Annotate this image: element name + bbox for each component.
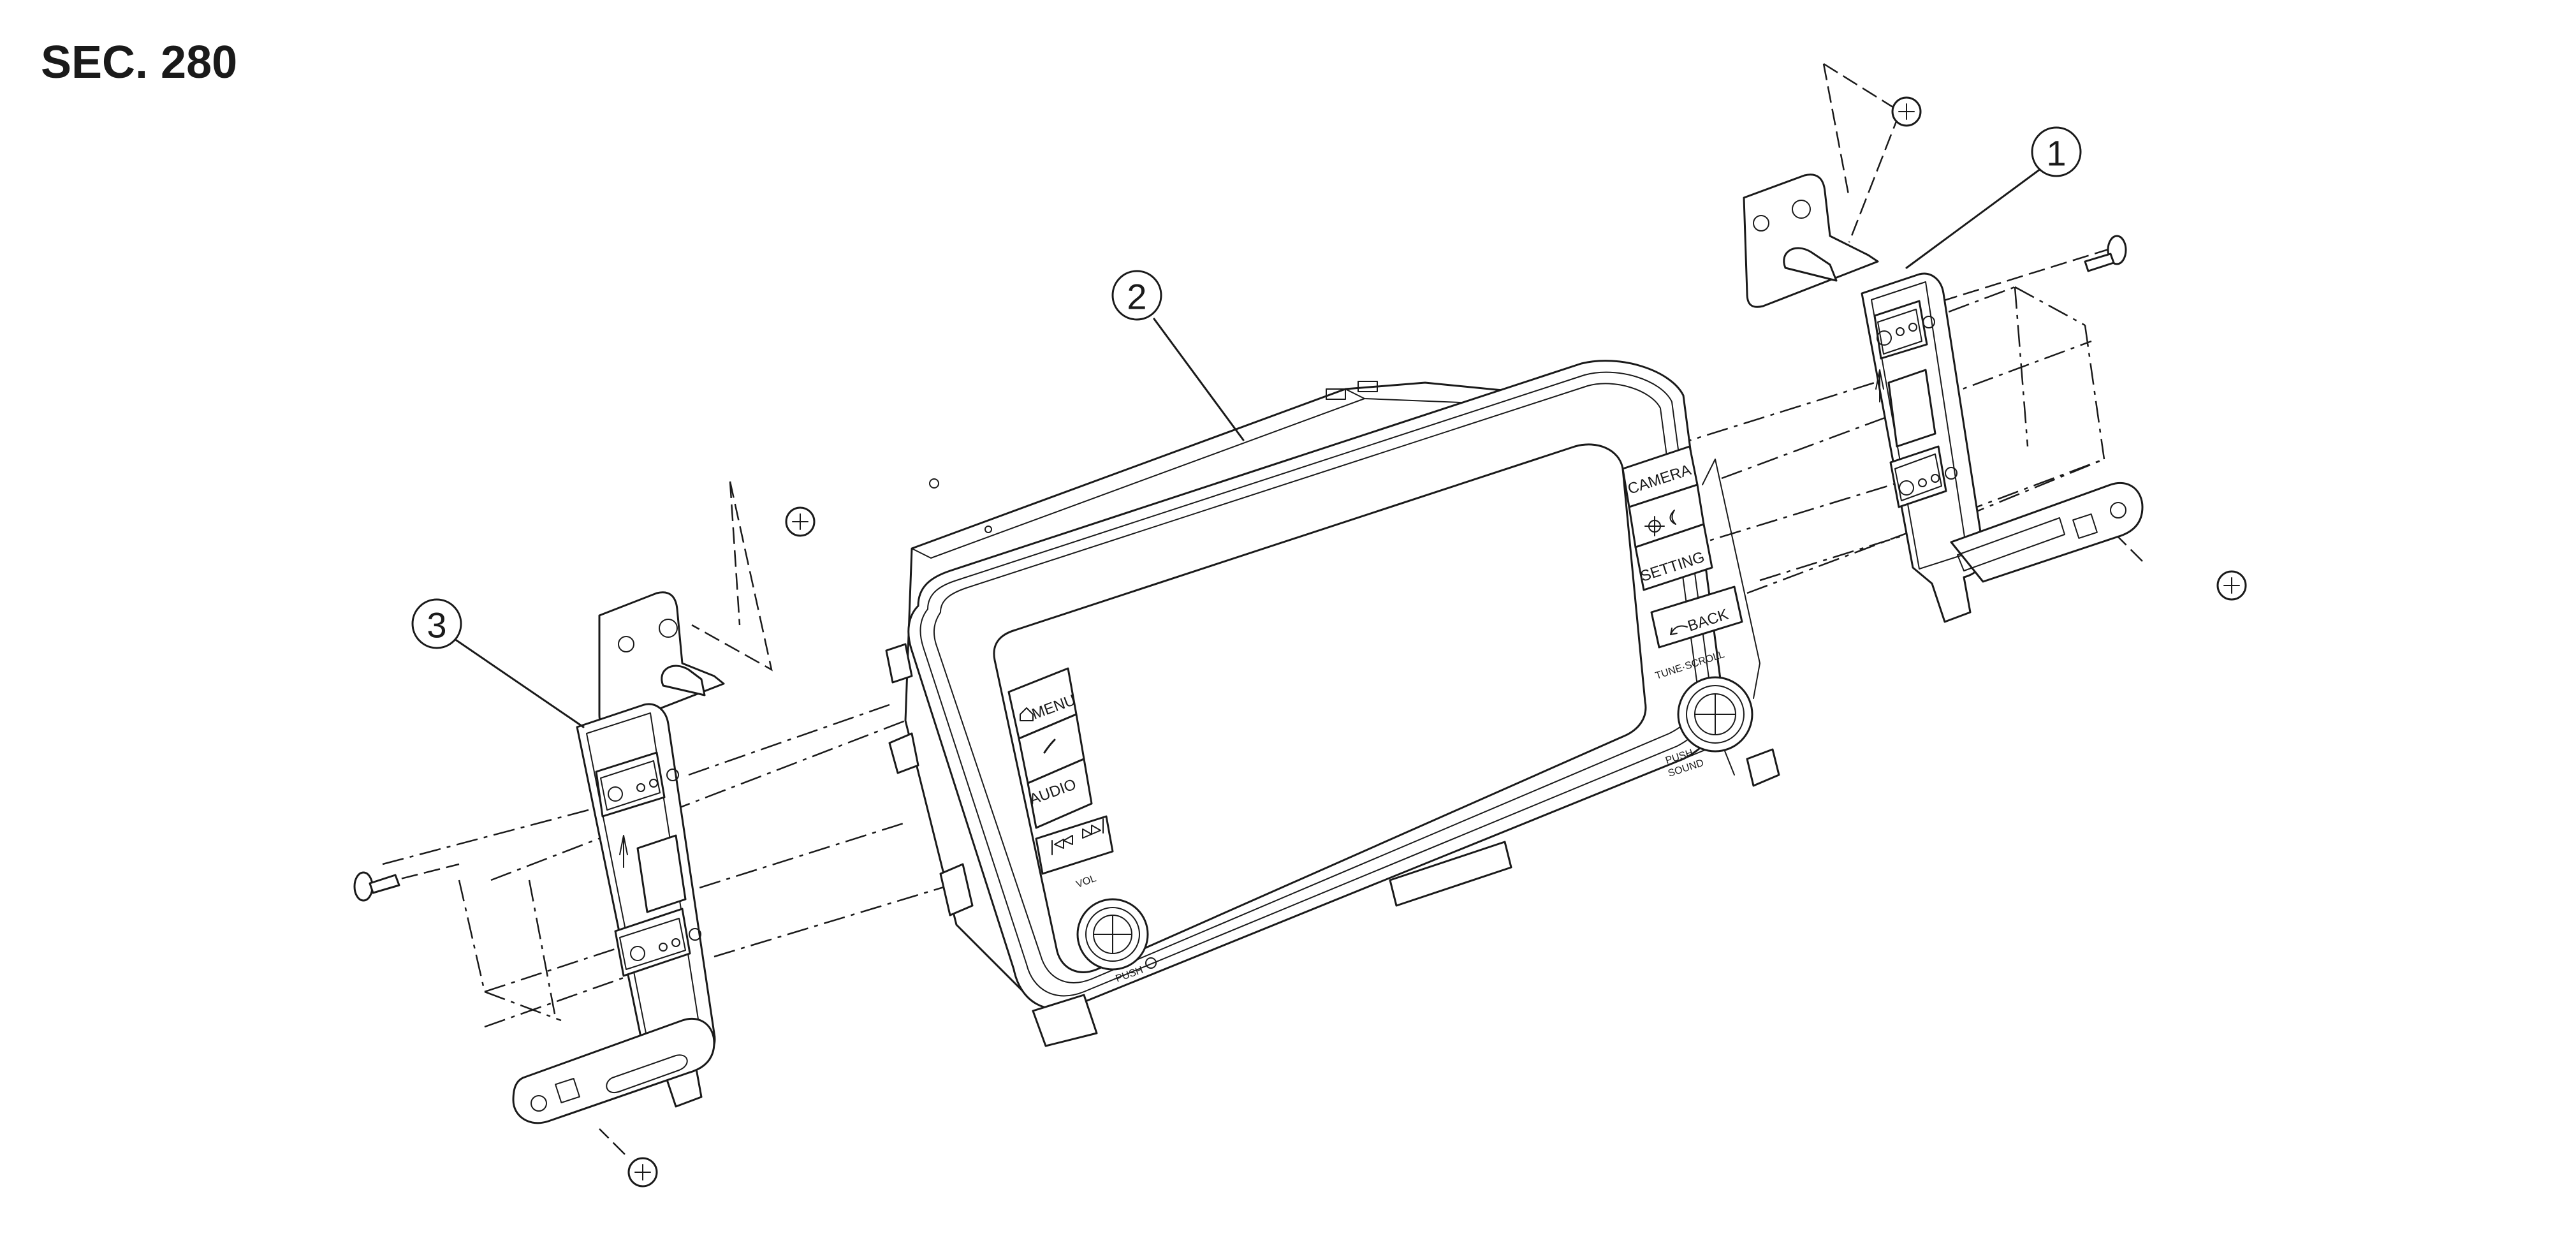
home-icon (1020, 707, 1034, 721)
left-button-panel: MENU AUDIO VOL PUSH (1007, 667, 1157, 985)
phone-icon (1043, 739, 1056, 754)
callout-3: 3 (411, 598, 585, 728)
bracket-right (1743, 173, 2144, 623)
skip-back-icon (1051, 835, 1073, 855)
section-label: SEC. 280 (41, 37, 237, 88)
screw-icon (1891, 96, 1922, 127)
audio-display-unit: MENU AUDIO VOL PUSH (885, 360, 1780, 1047)
back-arrow-icon (1670, 625, 1688, 635)
callout-3-number: 3 (427, 605, 446, 645)
callout-1: 1 (1905, 126, 2082, 269)
knob-icon (1093, 915, 1132, 954)
tune-scroll-knob[interactable] (1677, 676, 1753, 753)
bracket-left (512, 591, 725, 1124)
screw-icon (785, 506, 816, 537)
brightness-button[interactable] (1644, 510, 1676, 536)
screw-icon (627, 1157, 658, 1188)
screw-icon (353, 871, 400, 902)
screws (353, 96, 2247, 1188)
screw-icon (2216, 570, 2247, 601)
callout-2-number: 2 (1127, 277, 1146, 317)
knob-icon (1694, 693, 1736, 735)
skip-forward-icon (1082, 818, 1104, 839)
screw-icon (2084, 235, 2127, 272)
volume-knob[interactable] (1076, 898, 1149, 971)
callout-1-number: 1 (2046, 133, 2066, 173)
callout-2: 2 (1111, 270, 1245, 441)
track-skip-buttons[interactable] (1051, 818, 1104, 855)
phone-button[interactable] (1043, 739, 1056, 754)
